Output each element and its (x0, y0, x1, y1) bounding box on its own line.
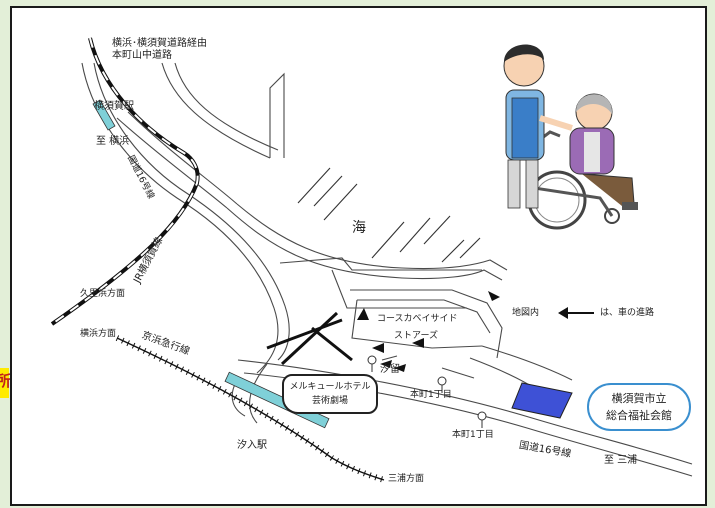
to-yokohama-label: 至 横浜 (96, 136, 130, 147)
keikyu-line (115, 335, 385, 483)
coaska-label: コースカベイサイド (377, 314, 458, 324)
left-edge-tag-text: 所 (0, 372, 13, 390)
hotel-label: メルキュールホテル (289, 382, 371, 392)
shiori-station-label: 汐入駅 (237, 440, 267, 451)
yokosuka-platform (92, 99, 116, 131)
route-note-1: 横浜･横須賀道路経由 (112, 38, 207, 49)
legend-arrow (558, 307, 594, 319)
honcho-lower-label: 本町1丁目 (452, 430, 494, 440)
kurihama-direction-label: 久里浜方面 (80, 289, 126, 299)
car-direction-arrows (357, 291, 500, 372)
road-network (81, 62, 693, 477)
jr-yokosuka-line (50, 37, 200, 326)
hall-marker (511, 382, 573, 419)
hall-callout: 横須賀市立 総合福祉会館 (587, 383, 691, 431)
yokohama-direction-label: 横浜方面 (80, 329, 117, 339)
hall-name-line1: 横須賀市立 (611, 392, 667, 405)
shiodome-label: 汐留 (380, 364, 400, 375)
hall-name-line2: 総合福祉会館 (606, 409, 672, 422)
stores-label: ストアーズ (394, 331, 439, 341)
sea-label: 海 (352, 220, 366, 236)
closed-crossing-mark (266, 311, 353, 366)
access-map: 横浜･横須賀道路経由 本町山中道路 横須賀駅 至 横浜 国道16号線 JR横須賀… (10, 6, 707, 506)
map-drawing (50, 37, 693, 483)
route-note-2: 本町山中道路 (112, 50, 172, 61)
sea-hatching (297, 167, 481, 263)
left-edge-tag (0, 368, 9, 398)
honcho-upper-label: 本町1丁目 (410, 390, 452, 400)
yokosuka-station-label: 横須賀駅 (94, 101, 134, 112)
arts-theater-label: 芸術劇場 (311, 396, 348, 406)
bus-stops (367, 355, 487, 428)
legend-premises-label: 地図内 (512, 308, 540, 318)
legend-arrow-note: は、車の進路 (600, 308, 655, 318)
theater-building: メルキュールホテル 芸術劇場 (282, 374, 378, 414)
to-miura-label: 至 三浦 (604, 455, 638, 466)
caregiver-illustration (503, 44, 638, 230)
miura-direction-label: 三浦方面 (388, 474, 425, 484)
